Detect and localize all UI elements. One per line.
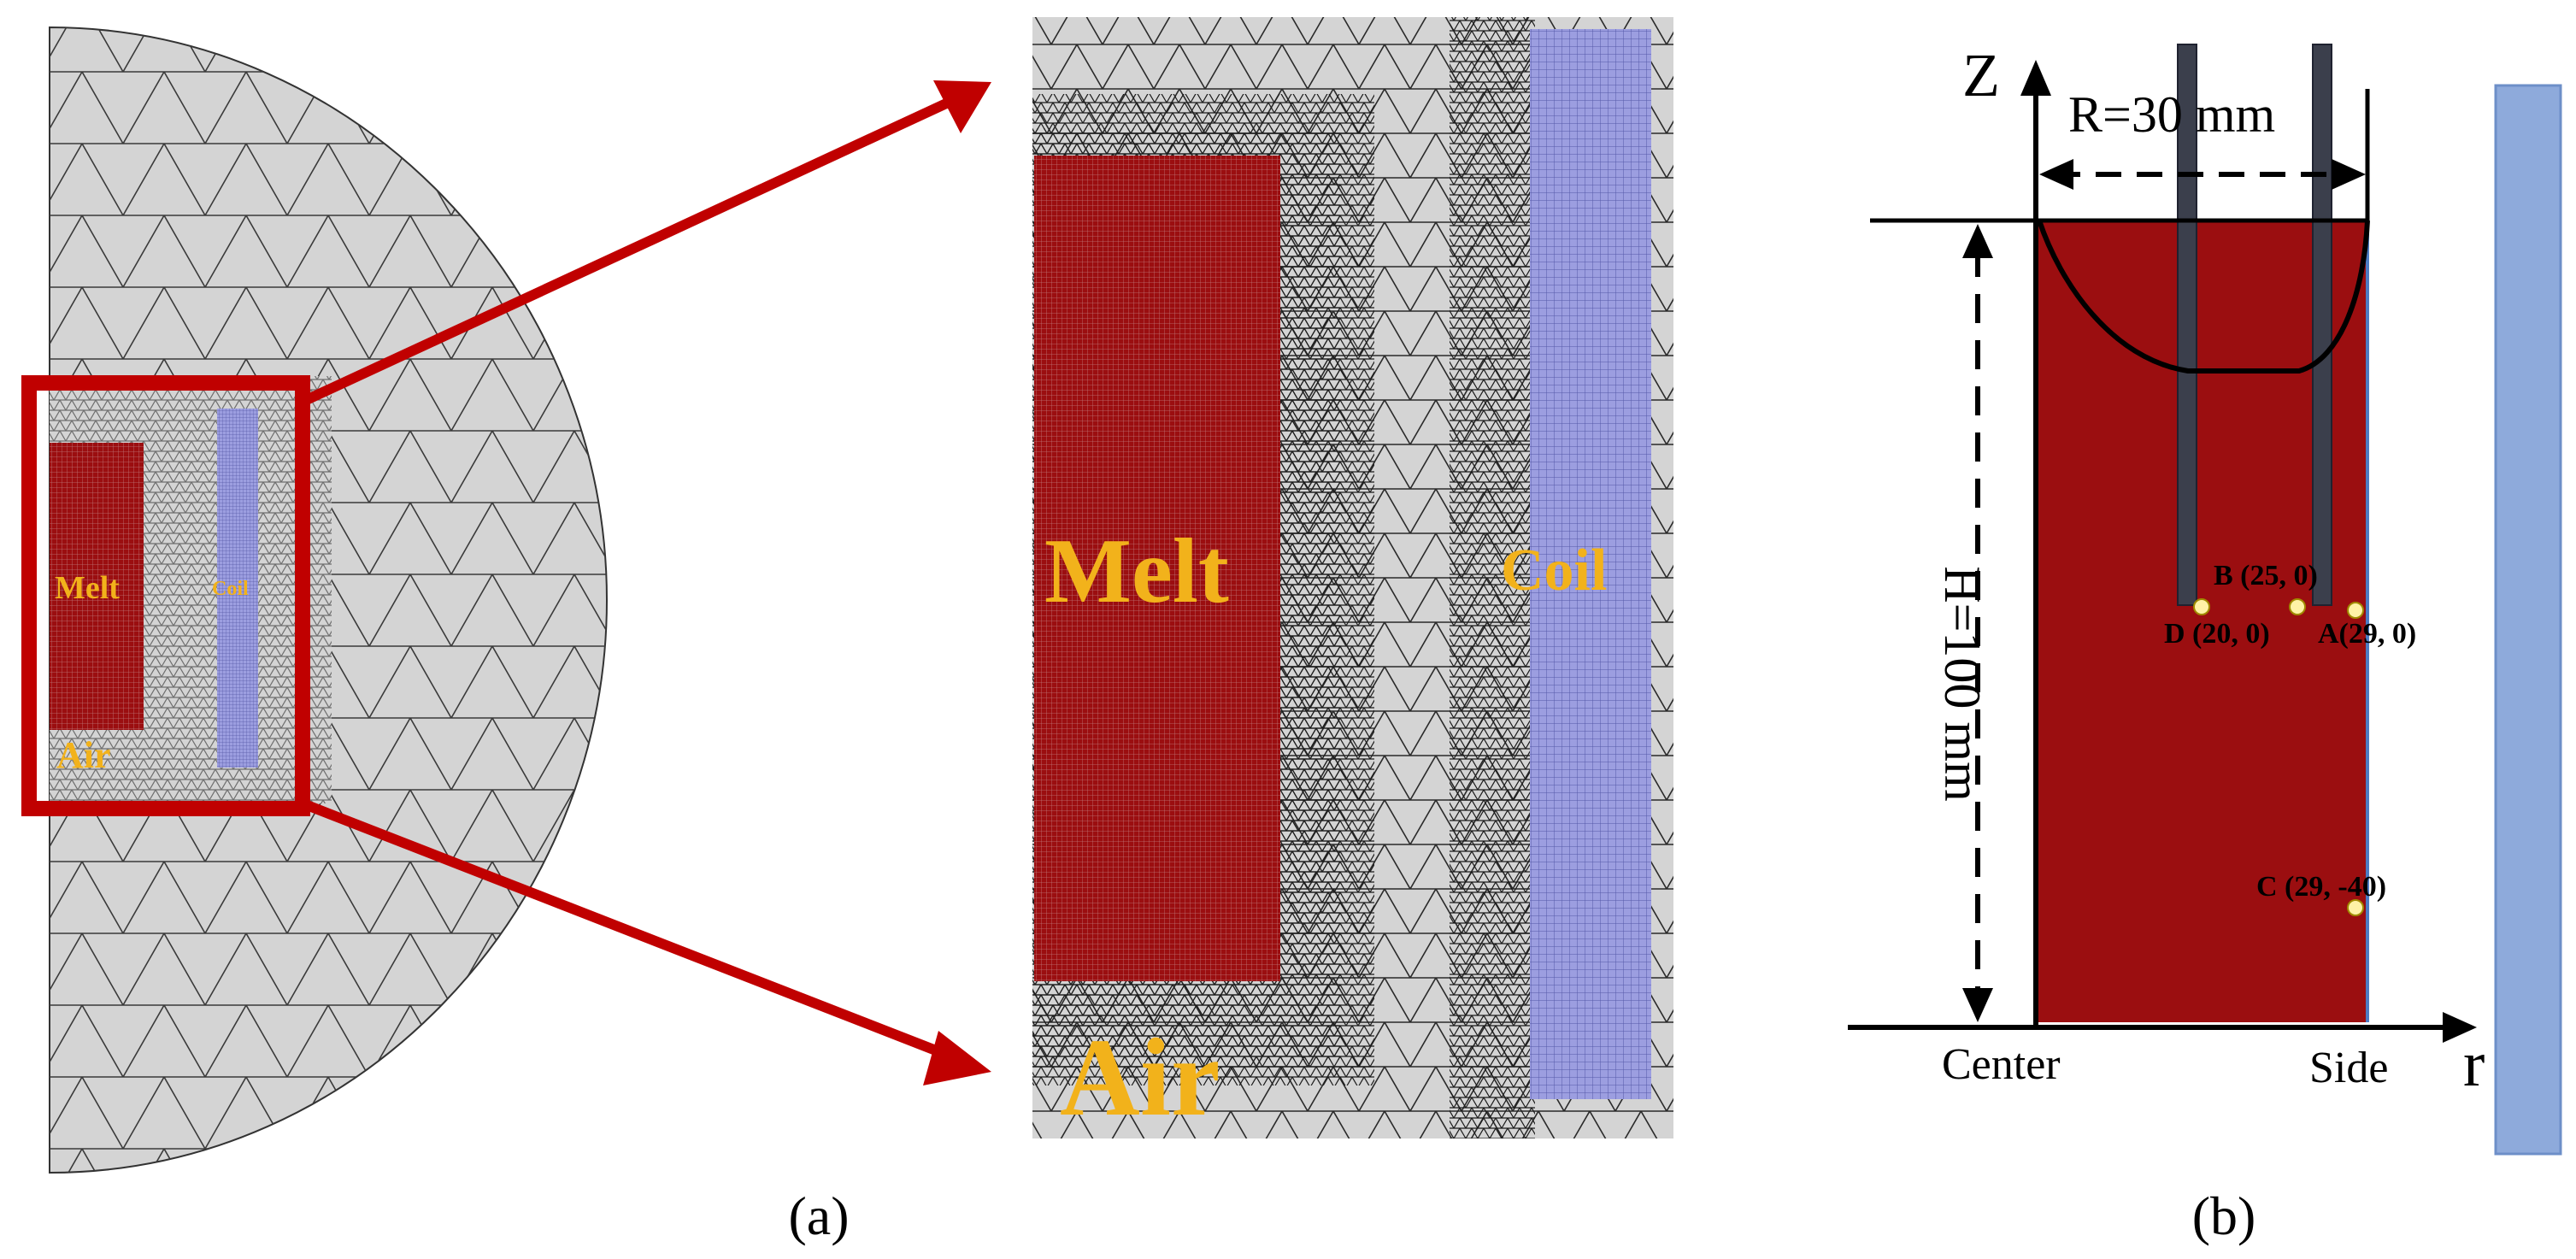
point-a-label: A(29, 0) bbox=[2318, 618, 2416, 650]
overview-air-label: Air bbox=[56, 734, 111, 776]
electrode-right bbox=[2312, 44, 2332, 606]
center-label: Center bbox=[1942, 1040, 2061, 1089]
schematic-b: Z r R=30 mm H=100 mm Center Side B (25, … bbox=[1848, 41, 2562, 1156]
point-c-label: C (29, -40) bbox=[2256, 871, 2386, 903]
free-surface-curve bbox=[2037, 220, 2370, 374]
z-axis-label: Z bbox=[1962, 41, 2000, 109]
zoom-arrow-upper bbox=[300, 94, 958, 407]
zoom-coil-label: Coil bbox=[1501, 538, 1607, 603]
radius-arrow-left bbox=[2039, 159, 2073, 190]
coil-bar bbox=[2494, 84, 2562, 1156]
zoom-melt-label: Melt bbox=[1044, 521, 1229, 622]
height-label: H=100 mm bbox=[1934, 566, 1991, 802]
overview-melt-grid bbox=[50, 443, 144, 730]
overview-melt-label: Melt bbox=[55, 570, 120, 606]
zoom-highlight-box bbox=[21, 375, 310, 816]
radius-arrow-right bbox=[2332, 159, 2366, 190]
point-d-label: D (20, 0) bbox=[2164, 618, 2270, 650]
electrode-left bbox=[2177, 44, 2197, 606]
point-b-label: B (25, 0) bbox=[2214, 560, 2318, 591]
zoom-dense-coil-band bbox=[1450, 17, 1535, 1138]
point-c-marker bbox=[2347, 899, 2364, 916]
point-d-marker bbox=[2289, 598, 2306, 615]
zoom-mesh-view: Melt Coil Air bbox=[1032, 17, 1673, 1139]
r-axis-arrowhead bbox=[2443, 1012, 2477, 1043]
overview-mesh: Melt Coil Air bbox=[21, 26, 609, 1174]
zoom-melt-grid bbox=[1034, 156, 1280, 981]
point-a-marker bbox=[2347, 602, 2364, 619]
r-axis-label: r bbox=[2463, 1028, 2485, 1100]
zoom-arrows bbox=[300, 80, 991, 1085]
height-arrow-top bbox=[1962, 224, 1993, 258]
zoom-air-label: Air bbox=[1060, 1016, 1220, 1139]
zoom-arrow-lower bbox=[300, 798, 958, 1063]
radius-label: R=30 mm bbox=[2068, 86, 2275, 143]
overview-coil-grid bbox=[217, 409, 258, 768]
overview-coil-label: Coil bbox=[212, 578, 249, 600]
zoom-arrowhead-lower bbox=[923, 1031, 991, 1085]
z-axis-arrowhead bbox=[2020, 60, 2051, 96]
zoom-arrowhead-upper bbox=[933, 80, 991, 133]
side-label: Side bbox=[2309, 1044, 2388, 1092]
height-arrow-bottom bbox=[1962, 988, 1993, 1022]
panel-b-caption: (b) bbox=[2192, 1185, 2256, 1246]
panel-a-caption: (a) bbox=[788, 1185, 849, 1246]
point-b-marker bbox=[2193, 598, 2210, 615]
zoom-coil-grid bbox=[1530, 29, 1651, 1099]
